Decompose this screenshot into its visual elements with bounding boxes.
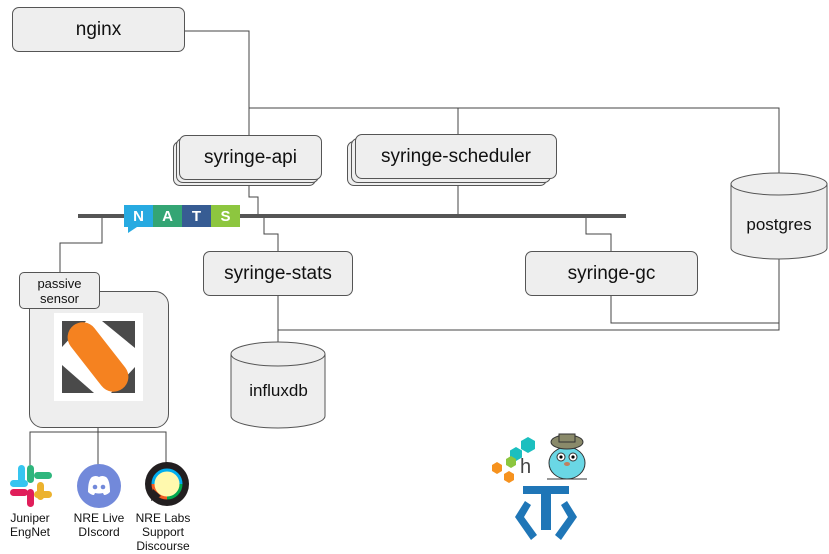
- syringe-scheduler-node[interactable]: syringe-scheduler: [355, 134, 557, 179]
- consumer-label-discord: NRE Live DIscord: [59, 511, 139, 539]
- syringe-gc-node[interactable]: syringe-gc: [525, 251, 698, 296]
- consumer-label-discourse: NRE Labs Support Discourse: [123, 511, 203, 553]
- discourse-icon: [145, 462, 189, 506]
- discord-icon: [77, 464, 121, 508]
- hex-logo-icon: [492, 437, 535, 483]
- syringe-stats-node[interactable]: syringe-stats: [203, 251, 353, 296]
- label-line: NRE Labs: [135, 511, 191, 525]
- label-line: EngNet: [9, 525, 51, 539]
- gopher-mascot-icon: [547, 433, 587, 480]
- postgres-label: postgres: [746, 215, 812, 234]
- nats-logo: N A T S: [124, 205, 240, 233]
- postgres-cylinder-icon: [730, 172, 828, 260]
- hex-logo-letter: h: [520, 456, 532, 478]
- nats-letter-n: N: [124, 205, 153, 227]
- nats-letter-a: A: [153, 205, 182, 227]
- consumer-label-slack: Juniper EngNet: [0, 511, 70, 539]
- passive-sensor-logo-icon: [54, 313, 143, 401]
- nginx-node[interactable]: nginx: [12, 7, 185, 52]
- nats-letter-t: T: [182, 205, 211, 227]
- label-line: Discourse: [136, 539, 190, 553]
- label-line: Support: [141, 525, 185, 539]
- label-line: DIscord: [78, 525, 120, 539]
- slack-icon: [10, 465, 52, 507]
- influxdb-label: influxdb: [249, 381, 308, 400]
- nats-tail-icon: [128, 225, 140, 233]
- label-line: Juniper: [10, 511, 50, 525]
- nats-letter-s: S: [211, 205, 240, 227]
- label-line: NRE Live: [73, 511, 125, 525]
- t-logo-icon: [515, 486, 577, 540]
- passive-sensor-label[interactable]: passive sensor: [19, 272, 100, 309]
- influxdb-cylinder-icon: [230, 341, 326, 429]
- syringe-api-node[interactable]: syringe-api: [179, 135, 322, 180]
